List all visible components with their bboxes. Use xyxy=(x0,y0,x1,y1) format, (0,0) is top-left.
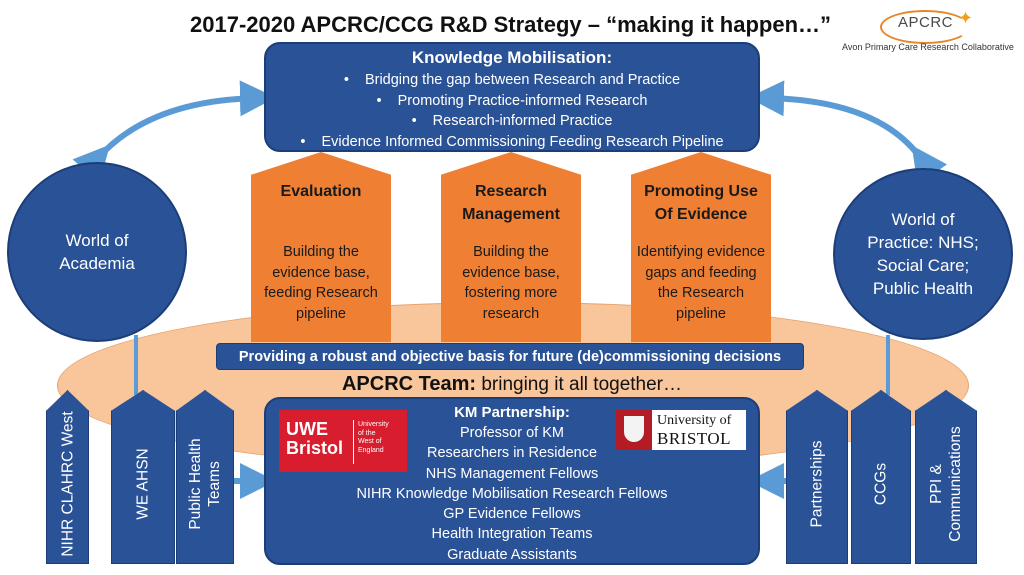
practice-label: World of Practice: NHS; Social Care; Pub… xyxy=(867,210,979,298)
team-label: APCRC Team: xyxy=(341,373,477,395)
tab-label: CCGs xyxy=(872,462,890,505)
bristol-crest-icon xyxy=(616,410,652,450)
tab-label: PPI & Communications xyxy=(928,426,964,542)
tab-label: NIHR CLAHRC West xyxy=(59,411,76,557)
uwe-fullname: University of the West of England xyxy=(358,421,389,455)
km-bullet: Evidence Informed Commissioning Feeding … xyxy=(266,132,758,153)
uwe-fullname-line: West of xyxy=(358,438,382,445)
apcrc-logo: ✦ APCRC Avon Primary Care Research Colla… xyxy=(840,8,1020,56)
knowledge-mobilisation-box: Knowledge Mobilisation: Bridging the gap… xyxy=(264,42,760,152)
bristol-line2: BRISTOL xyxy=(657,429,732,448)
pillar-evaluation: Evaluation Building the evidence base, f… xyxy=(251,152,391,342)
team-tagline: bringing it all together… xyxy=(476,374,683,395)
tab-nihr-clahrc-west: NIHR CLAHRC West xyxy=(46,390,89,564)
tab-public-health-teams: Public Health Teams xyxy=(176,390,234,564)
logo-arc-icon xyxy=(880,10,970,44)
pillar-research-management: Research Management Building the evidenc… xyxy=(441,152,581,342)
arrow-academia-km xyxy=(72,80,276,184)
tab-ccgs: CCGs xyxy=(851,390,911,564)
pillar-description: Building the evidence base, fostering mo… xyxy=(462,244,560,322)
uwe-fullname-line: England xyxy=(358,446,384,454)
pillar-heading: Evaluation xyxy=(280,183,362,200)
uwe-wordmark: UWE Bristol xyxy=(286,420,343,458)
tab-label: Public Health Teams xyxy=(187,438,223,530)
uwe-divider xyxy=(353,420,354,464)
academia-label: World of Academia xyxy=(59,231,135,273)
uwe-fullname-line: of the xyxy=(358,429,376,437)
logo-subtitle: Avon Primary Care Research Collaborative xyxy=(842,42,1014,52)
partnership-heading: KM Partnership: xyxy=(454,404,570,421)
pillar-heading: Promoting Use Of Evidence xyxy=(644,183,758,223)
partnership-item: Professor of KM xyxy=(460,425,564,441)
partnership-item: Graduate Assistants xyxy=(447,546,577,563)
arrow-practice-km xyxy=(748,80,948,186)
logo-star-icon: ✦ xyxy=(958,8,974,28)
uwe-wordmark-line: Bristol xyxy=(286,438,344,458)
commissioning-band: Providing a robust and objective basis f… xyxy=(216,343,804,370)
world-of-practice: World of Practice: NHS; Social Care; Pub… xyxy=(833,168,1013,340)
partnership-item: NIHR Knowledge Mobilisation Research Fel… xyxy=(356,485,668,502)
tab-we-ahsn: WE AHSN xyxy=(111,390,175,564)
uwe-bristol-logo: UWE Bristol University of the West of En… xyxy=(279,410,407,472)
uwe-fullname-line: University xyxy=(358,421,389,428)
tab-label: WE AHSN xyxy=(134,448,152,520)
pillar-heading: Research Management xyxy=(462,183,560,223)
partnership-item: NHS Management Fellows xyxy=(425,465,599,482)
bristol-line1: University of xyxy=(657,413,732,428)
km-bullet: Bridging the gap between Research and Pr… xyxy=(266,70,758,91)
apcrc-team-line: APCRC Team: bringing it all together… xyxy=(230,373,794,396)
pillar-description: Building the evidence base, feeding Rese… xyxy=(264,244,378,322)
world-of-academia: World of Academia xyxy=(7,162,187,342)
uwe-wordmark-line: UWE xyxy=(286,419,328,439)
pillar-promoting-evidence: Promoting Use Of Evidence Identifying ev… xyxy=(631,152,771,342)
pillar-description: Identifying evidence gaps and feeding th… xyxy=(636,244,766,322)
km-bullet: Research-informed Practice xyxy=(266,111,758,132)
logo-name: APCRC xyxy=(898,14,954,31)
page-title: 2017-2020 APCRC/CCG R&D Strategy – “maki… xyxy=(190,12,832,37)
km-heading: Knowledge Mobilisation: xyxy=(411,48,613,67)
partnership-item: Health Integration Teams xyxy=(431,526,593,543)
tab-label: Partnerships xyxy=(808,440,826,528)
partnership-item: Researchers in Residence xyxy=(426,445,598,462)
university-of-bristol-logo: University of BRISTOL xyxy=(616,410,746,450)
km-bullet: Promoting Practice-informed Research xyxy=(266,91,758,112)
tab-ppi-communications: PPI & Communications xyxy=(915,390,977,564)
partnership-item: GP Evidence Fellows xyxy=(443,506,581,523)
tab-partnerships: Partnerships xyxy=(786,390,848,564)
